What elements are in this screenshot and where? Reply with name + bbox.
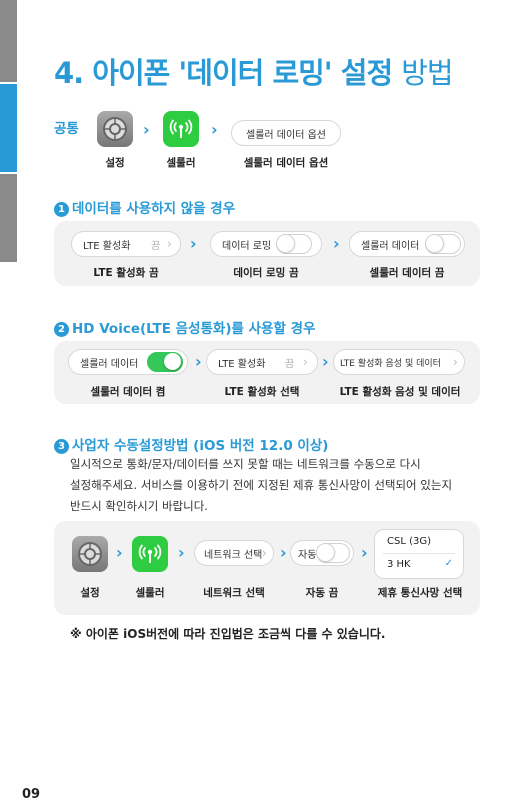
section2-caption-3: LTE 활성화 음성 및 데이터 — [339, 386, 461, 398]
common-option-caption: 셀룰러 데이터 옵션 — [243, 157, 329, 169]
network-pill-label: 네트워크 선택 — [204, 549, 263, 561]
data-roaming-item[interactable]: 데이터 로밍 — [210, 231, 322, 257]
para-line-2: 설정해주세요. 서비스를 이용하기 전에 지정된 제휴 통신사망이 선택되어 있… — [70, 478, 453, 492]
chevron-right-icon: › — [333, 234, 340, 253]
chevron-right-icon: › — [167, 237, 172, 251]
section1-caption-2: 데이터 로밍 끔 — [233, 267, 299, 279]
chevron-right-icon: › — [211, 120, 218, 139]
section2-caption-1: 셀룰러 데이터 켬 — [90, 386, 166, 398]
carrier-list: CSL (3G) 3 HK ✓ — [374, 529, 464, 579]
common-settings-caption: 설정 — [105, 157, 125, 169]
data-roaming-toggle[interactable] — [276, 234, 312, 254]
voice-label: LTE 활성화 음성 및 데이터 — [340, 358, 441, 369]
chevron-right-icon: › — [178, 543, 185, 562]
lte-enable-item[interactable]: LTE 활성화 끔 › — [206, 349, 318, 375]
chevron-right-icon: › — [190, 234, 197, 253]
common-cellular-caption: 셀룰러 — [166, 157, 196, 169]
auto-pill-label: 자동 — [298, 549, 317, 561]
page-title: 4. 아이폰 '데이터 로밍' 설정 방법 — [54, 50, 454, 92]
side-tab-gray-top — [0, 0, 17, 82]
lte-value: 끔 — [285, 358, 295, 370]
section1-caption-1: LTE 활성화 끔 — [93, 267, 159, 279]
cellular-data-item[interactable]: 셀룰러 데이터 — [349, 231, 465, 257]
lte-label: LTE 활성화 — [83, 240, 131, 252]
auto-network-toggle[interactable] — [316, 543, 350, 563]
chevron-right-icon: › — [303, 355, 308, 369]
cellular-data-item[interactable]: 셀룰러 데이터 — [68, 349, 188, 375]
chevron-right-icon: › — [453, 355, 458, 369]
section1-caption-3: 셀룰러 데이터 끔 — [369, 267, 445, 279]
auto-network-item[interactable]: 자동 — [290, 540, 354, 566]
cellular-data-toggle[interactable] — [425, 234, 461, 254]
chevron-right-icon: › — [195, 352, 202, 371]
section2-panel: 셀룰러 데이터 › LTE 활성화 끔 › › LTE 활성화 음성 및 데이터… — [54, 341, 480, 404]
cellular-data-toggle[interactable] — [147, 352, 183, 372]
section1-panel: LTE 활성화 끔 › › 데이터 로밍 › 셀룰러 데이터 LTE 활성화 끔… — [54, 221, 480, 286]
cell-data-label: 셀룰러 데이터 — [361, 240, 420, 252]
lte-label: LTE 활성화 — [218, 358, 266, 370]
check-icon: ✓ — [444, 558, 453, 569]
carrier-csl[interactable]: CSL (3G) — [387, 536, 431, 547]
roaming-label: 데이터 로밍 — [222, 240, 272, 252]
section3-panel: › › 네트워크 선택 › › 자동 › CSL (3G) 3 HK ✓ 설정 … — [54, 521, 480, 615]
lte-enable-item[interactable]: LTE 활성화 끔 › — [71, 231, 181, 257]
carrier-3hk[interactable]: 3 HK — [387, 559, 411, 570]
chevron-right-icon: › — [322, 352, 329, 371]
cell-data-label: 셀룰러 데이터 — [80, 358, 139, 370]
cellular-data-options-item[interactable]: 셀룰러 데이터 옵션 — [231, 120, 341, 146]
carrier-divider — [383, 553, 455, 554]
chevron-right-icon: › — [361, 543, 368, 562]
network-select-item[interactable]: 네트워크 선택 › — [194, 540, 274, 566]
section1-number: 1 — [54, 202, 69, 217]
title-tail: 방법 — [401, 56, 453, 90]
chevron-right-icon: › — [262, 546, 267, 560]
lte-voice-data-item[interactable]: LTE 활성화 음성 및 데이터 › — [333, 349, 465, 375]
title-main: 4. 아이폰 '데이터 로밍' 설정 — [54, 56, 393, 90]
section3-caption-5: 제휴 통신사망 선택 — [377, 587, 463, 599]
section3-heading-text: 사업자 수동설정방법 (iOS 버전 12.0 이상) — [72, 438, 329, 454]
footnote: ※ 아이폰 iOS버전에 따라 진입법은 조금씩 다를 수 있습니다. — [70, 627, 386, 641]
lte-value: 끔 — [151, 240, 161, 252]
section3-caption-2: 셀룰러 — [135, 587, 165, 599]
section2-number: 2 — [54, 322, 69, 337]
chevron-right-icon: › — [116, 543, 123, 562]
section2-heading-text: HD Voice(LTE 음성통화)를 사용할 경우 — [72, 321, 316, 337]
section3-paragraph: 일시적으로 통화/문자/데이터를 쓰지 못할 때는 네트워크를 수동으로 다시 … — [70, 454, 470, 517]
section3-caption-3: 네트워크 선택 — [203, 587, 265, 599]
section3-caption-4: 자동 끔 — [305, 587, 339, 599]
side-tab-gray-bottom — [0, 174, 17, 262]
section2-caption-2: LTE 활성화 선택 — [224, 386, 300, 398]
page-number: 09 — [22, 787, 41, 802]
para-line-3: 반드시 확인하시기 바랍니다. — [70, 499, 208, 513]
chevron-right-icon: › — [280, 543, 287, 562]
settings-gear-icon — [97, 111, 133, 147]
side-tab-blue — [0, 84, 17, 172]
chevron-right-icon: › — [143, 120, 150, 139]
cellular-antenna-icon — [132, 536, 168, 572]
section3-caption-1: 설정 — [80, 587, 100, 599]
common-label: 공통 — [54, 121, 79, 137]
para-line-1: 일시적으로 통화/문자/데이터를 쓰지 못할 때는 네트워크를 수동으로 다시 — [70, 457, 421, 471]
section1-heading-text: 데이터를 사용하지 않을 경우 — [72, 201, 236, 217]
option-pill-label: 셀룰러 데이터 옵션 — [246, 129, 326, 141]
settings-gear-icon — [72, 536, 108, 572]
section3-number: 3 — [54, 439, 69, 454]
cellular-antenna-icon — [163, 111, 199, 147]
